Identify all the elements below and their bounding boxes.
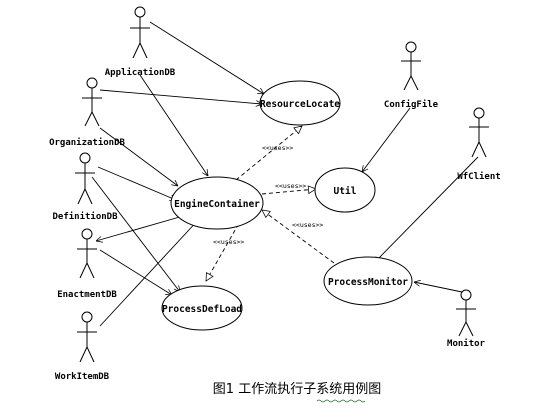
uses-processmonitor-engine [262,210,335,264]
actor-label-monitor: Monitor [447,338,486,349]
use-case-engine-container[interactable]: EngineContainer [170,176,264,230]
stick-figure-icon [456,289,476,337]
stick-figure-icon [82,77,102,127]
assoc-defdb-processdefload [91,176,180,292]
use-case-label: EngineContainer [174,199,260,210]
use-case-resource-locate[interactable]: ResourceLocate [259,80,341,126]
assoc-defdb-enginecontainer [97,166,176,200]
assoc-workitemdb-enginecontainer [99,217,201,327]
actor-label-wf-client: WfClient [457,171,500,182]
actor-label-config-file: ConfigFile [384,99,439,110]
stereotype-uses-processdefload: <<uses>> [213,238,244,246]
assoc-appdb-resourcelocate [149,21,264,94]
stereotype-uses-resource: <<uses>> [262,144,293,152]
stereotype-uses-util: <<uses>> [275,182,306,190]
assoc-configfile-util [362,107,411,172]
actor-organization-db[interactable] [82,77,102,127]
assoc-orgdb-resourcelocate [99,89,262,104]
actor-label-enactment-db: EnactmentDB [57,290,117,300]
use-case-util[interactable]: Util [314,167,376,213]
assoc-enginecontainer-enactmentdb [96,213,191,241]
assoc-appdb-enginecontainer [139,74,208,176]
uses-engine-util [261,189,316,195]
actor-monitor[interactable] [456,289,476,337]
actor-application-db[interactable] [130,6,150,59]
stick-figure-icon [469,107,489,158]
uses-engine-processdefload [206,217,243,281]
assoc-monitor-processmonitor [414,282,463,293]
use-case-process-def-load[interactable]: ProcessDefLoad [161,285,243,331]
stick-figure-icon [130,6,150,59]
actor-config-file[interactable] [401,41,421,91]
actor-label-definition-db: DefinitionDB [52,211,118,222]
actor-wf-client[interactable] [469,107,489,158]
actor-label-application-db: ApplicationDB [105,67,176,78]
uses-relations: <<uses>> <<uses>> <<uses>> <<uses>> [206,126,335,281]
actor-label-organization-db: OrganizationDB [49,137,125,148]
stick-figure-icon [77,311,97,363]
stereotype-uses-processmonitor: <<uses>> [292,221,323,229]
use-case-label: ProcessMonitor [328,277,408,288]
stick-figure-icon [401,41,421,91]
stick-figure-icon [75,152,95,205]
figure-caption: 图1 工作流执行子系统用例图 [213,382,381,397]
actor-enactment-db[interactable] [77,228,97,279]
use-case-label: ResourceLocate [260,99,340,110]
spellcheck-underline [316,399,366,403]
use-case-process-monitor[interactable]: ProcessMonitor [323,256,413,306]
actor-label-workitem-db: WorkItemDB [55,372,110,382]
use-case-label: ProcessDefLoad [162,304,242,315]
uses-engine-resourcelocate [235,126,302,181]
assoc-orgdb-enginecontainer [99,127,178,186]
actor-definition-db[interactable] [75,152,95,205]
use-case-label: Util [334,186,357,197]
associations [91,21,479,327]
stick-figure-icon [77,228,97,279]
assoc-wfclient-processmonitor [374,156,479,263]
assoc-enactmentdb-processdefload [99,249,172,295]
actor-workitem-db[interactable] [77,311,97,363]
